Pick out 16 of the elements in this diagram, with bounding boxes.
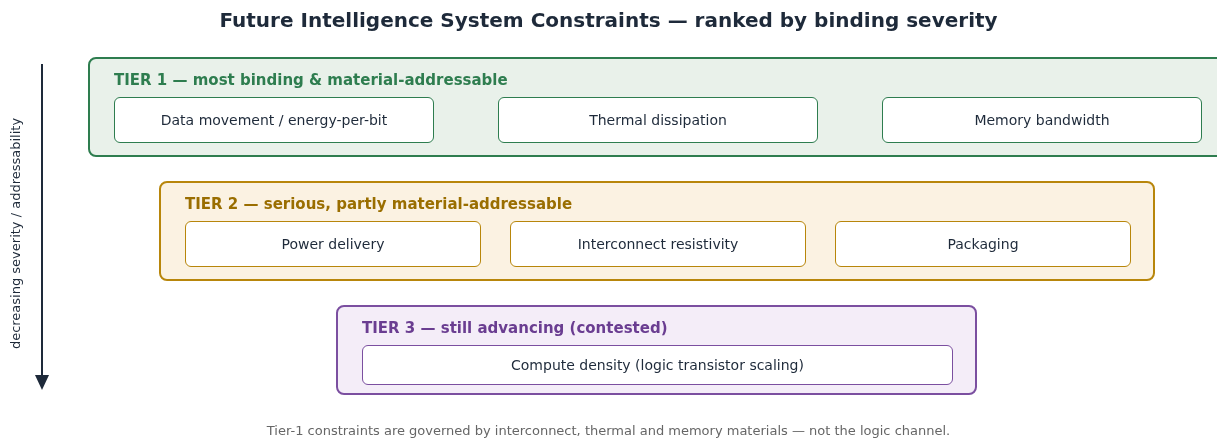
constraint-box: Memory bandwidth	[882, 97, 1202, 143]
axis-label: decreasing severity / addressability	[7, 116, 23, 352]
constraint-box: Compute density (logic transistor scaling)	[362, 345, 953, 385]
tier-panel	[88, 57, 1217, 157]
diagram-title: Future Intelligence System Constraints — ranked by binding severity	[218, 8, 999, 32]
caption: Tier-1 constraints are governed by interconnect, thermal and memory materials — not the logic channel.	[265, 423, 952, 438]
constraint-box: Interconnect resistivity	[510, 221, 806, 267]
tier-heading: TIER 2 — serious, partly material-addressable	[185, 195, 573, 213]
constraint-box: Power delivery	[185, 221, 481, 267]
constraint-box: Data movement / energy-per-bit	[114, 97, 434, 143]
constraint-box: Packaging	[835, 221, 1131, 267]
tier-heading: TIER 3 — still advancing (contested)	[362, 319, 668, 337]
tier-panel	[159, 181, 1155, 281]
tier-heading: TIER 1 — most binding & material-addressable	[114, 71, 508, 89]
tier-panel	[336, 305, 977, 395]
constraint-box: Thermal dissipation	[498, 97, 818, 143]
